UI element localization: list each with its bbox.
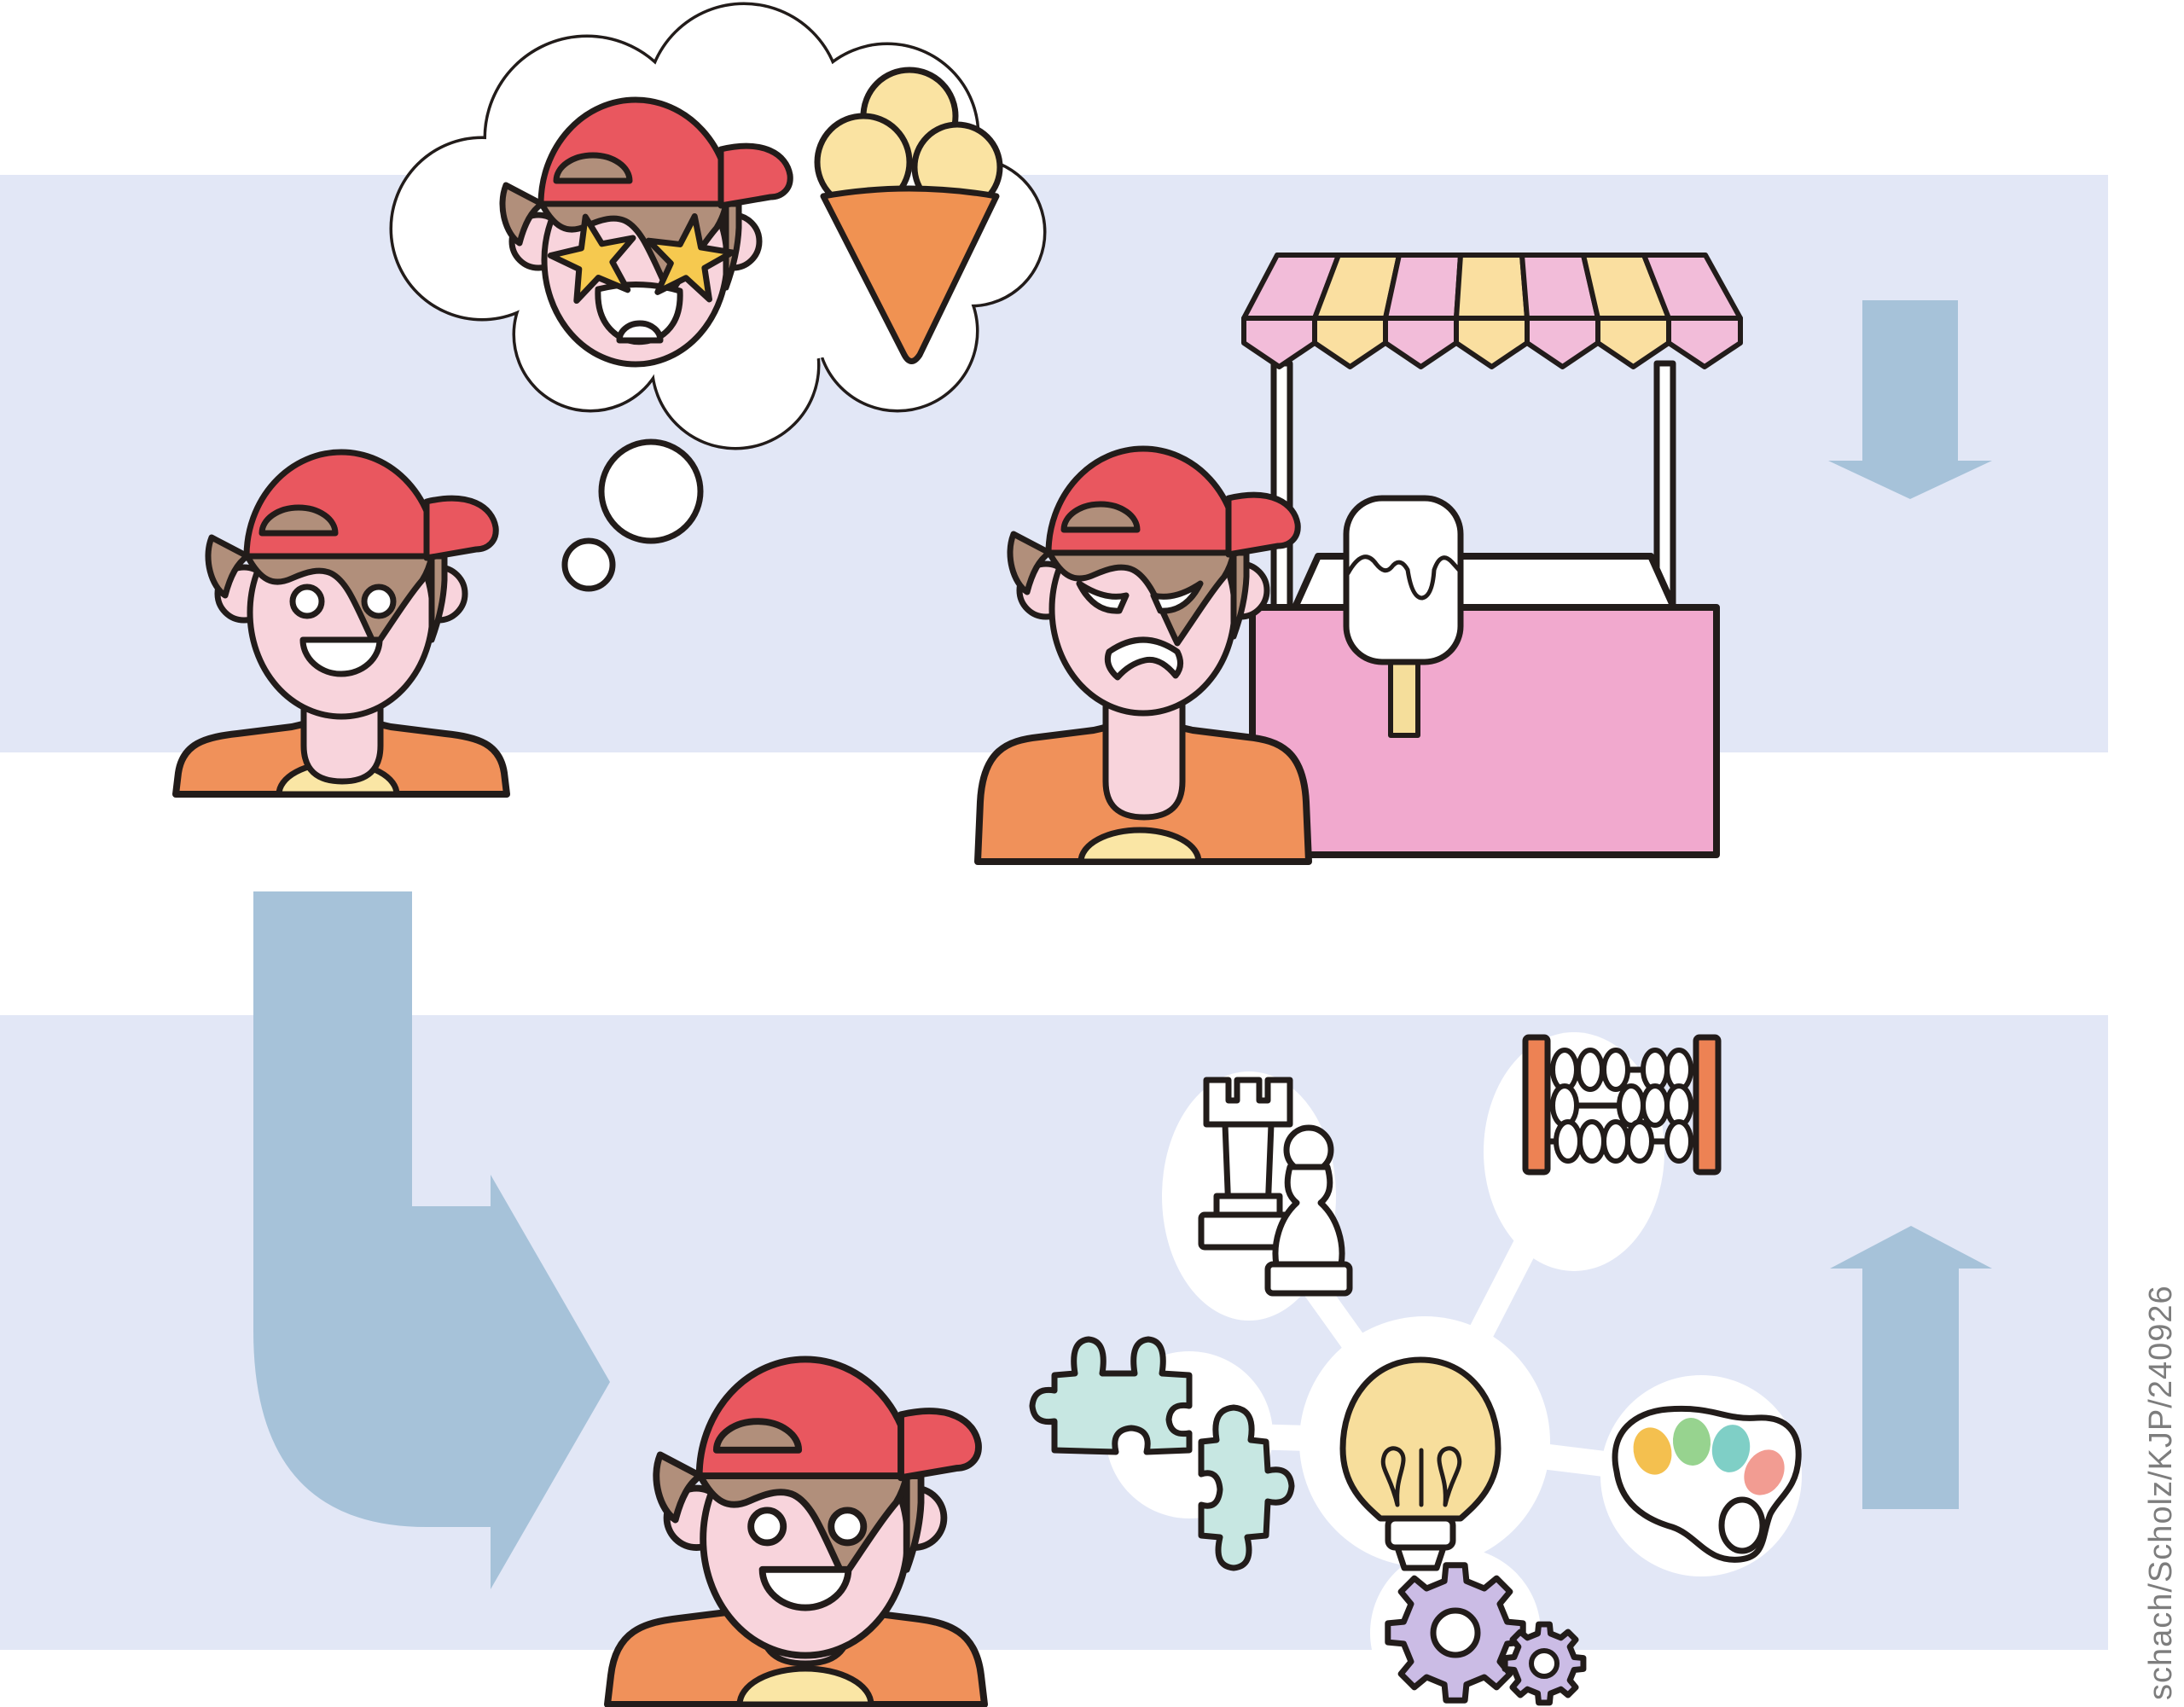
arrow-down-icon [1828, 300, 1992, 499]
chess-icon [1198, 1077, 1353, 1297]
ice-cream-cone-icon [814, 67, 1003, 364]
curved-arrow-icon [253, 891, 610, 1589]
credit-watermark: schach/Scholz/KJP/240926 [2143, 1285, 2179, 1700]
alternatives-mind-map [1029, 1032, 1802, 1707]
shirt-print [736, 1665, 874, 1707]
thought-bubble [389, 2, 1047, 592]
popsicle-melt-line [1345, 554, 1462, 601]
arrow-up-icon [1830, 1226, 1992, 1509]
bubble-tail-small [561, 537, 616, 592]
boy-sad-at-stand [974, 449, 1312, 865]
bubble-tail-large [598, 438, 704, 544]
stand-counter [1249, 604, 1720, 858]
gears-icon [1388, 1565, 1583, 1703]
puzzle-icon [1029, 1336, 1295, 1571]
palette-icon [1612, 1405, 1802, 1563]
boy-happy-after [604, 1359, 988, 1707]
popsicle-icon [1343, 495, 1464, 738]
stand-pole-left [1270, 360, 1293, 614]
stand-awning [1241, 253, 1743, 369]
ice-cream-stand [1241, 253, 1743, 858]
popsicle-stick [1388, 656, 1420, 738]
shirt-print [1077, 827, 1202, 865]
lightbulb-icon [1339, 1356, 1502, 1571]
abacus-icon [1522, 1034, 1722, 1176]
boy-happy-before [172, 452, 510, 798]
